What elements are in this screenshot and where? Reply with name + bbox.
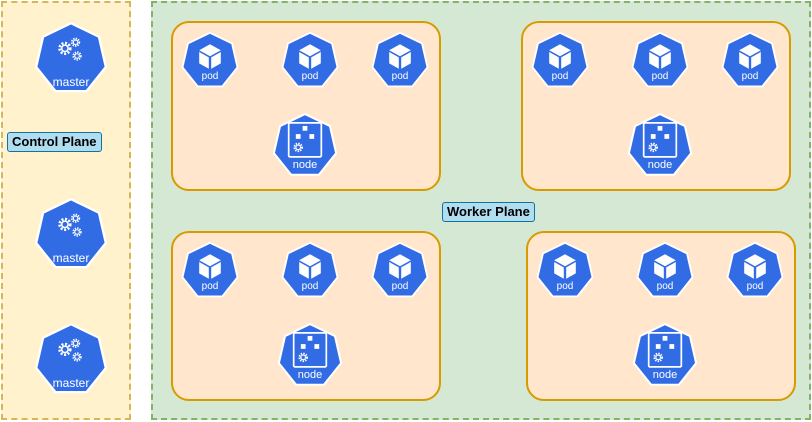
pod-icon: pod <box>370 31 430 91</box>
pod-label: pod <box>556 281 574 292</box>
pod-cube-icon <box>726 241 784 298</box>
pod-icon: pod <box>370 241 430 301</box>
pod-icon: pod <box>530 31 590 91</box>
pod-label: pod <box>746 281 764 292</box>
node-cubes-gear-icon <box>277 323 343 386</box>
pod-icon: pod <box>280 31 340 91</box>
master-icon: master <box>33 322 109 398</box>
pod-label: pod <box>201 71 219 82</box>
pod-cube-icon <box>721 31 779 88</box>
pod-cube-icon <box>631 31 689 88</box>
pod-label: pod <box>551 71 569 82</box>
pod-label: pod <box>391 281 409 292</box>
pod-cube-icon <box>636 241 694 298</box>
pod-cube-icon <box>371 241 429 298</box>
pod-icon: pod <box>180 241 240 301</box>
pod-icon: pod <box>535 241 595 301</box>
master-label: master <box>52 251 90 265</box>
pod-label: pod <box>391 71 409 82</box>
pod-icon: pod <box>635 241 695 301</box>
node-cubes-gear-icon <box>272 113 338 176</box>
pod-cube-icon <box>536 241 594 298</box>
pod-label: pod <box>201 281 219 292</box>
node-label: node <box>647 159 673 171</box>
pod-cube-icon <box>281 31 339 88</box>
master-icon: master <box>33 21 109 97</box>
worker-plane-label: Worker Plane <box>442 202 535 222</box>
node-icon: node <box>626 112 694 180</box>
node-icon: node <box>631 322 699 390</box>
node-label: node <box>297 369 323 381</box>
node-label: node <box>292 159 318 171</box>
pod-icon: pod <box>630 31 690 91</box>
pod-icon: pod <box>180 31 240 91</box>
pod-icon: pod <box>725 241 785 301</box>
pod-cube-icon <box>531 31 589 88</box>
node-cubes-gear-icon <box>627 113 693 176</box>
node-label: node <box>652 369 678 381</box>
pod-cube-icon <box>181 31 239 88</box>
pod-cube-icon <box>281 241 339 298</box>
node-cubes-gear-icon <box>632 323 698 386</box>
pod-icon: pod <box>720 31 780 91</box>
master-label: master <box>52 75 90 89</box>
master-label: master <box>52 376 90 390</box>
master-icon: master <box>33 197 109 273</box>
pod-label: pod <box>656 281 674 292</box>
node-icon: node <box>271 112 339 180</box>
pod-cube-icon <box>181 241 239 298</box>
pod-icon: pod <box>280 241 340 301</box>
pod-label: pod <box>301 281 319 292</box>
pod-label: pod <box>651 71 669 82</box>
node-icon: node <box>276 322 344 390</box>
pod-cube-icon <box>371 31 429 88</box>
pod-label: pod <box>741 71 759 82</box>
control-plane-label: Control Plane <box>7 132 102 152</box>
pod-label: pod <box>301 71 319 82</box>
